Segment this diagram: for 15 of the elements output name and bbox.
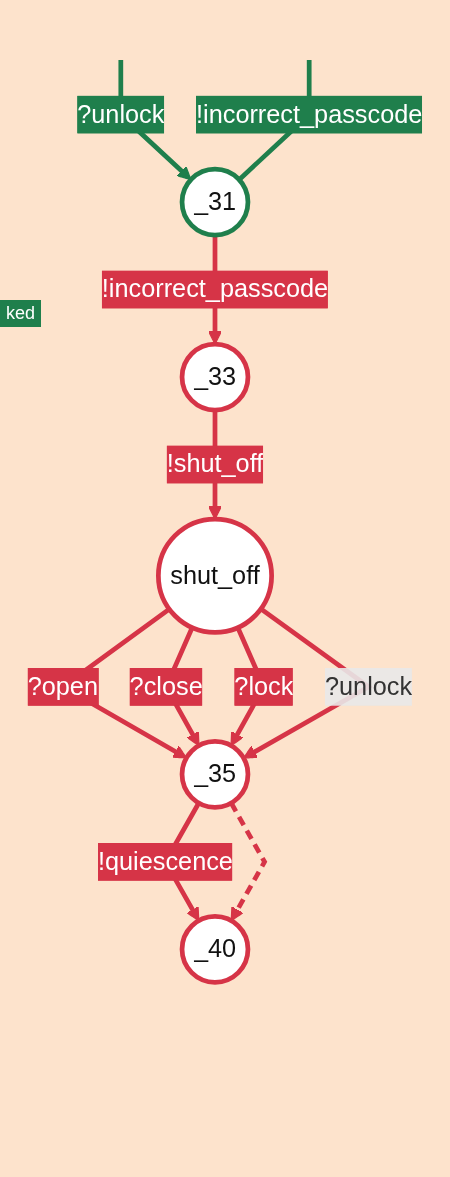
edge-label: !incorrect_passcode bbox=[196, 100, 423, 128]
edge-label: ?open bbox=[27, 672, 98, 700]
edge-label: ?unlock bbox=[324, 672, 413, 700]
edge-label: !incorrect_passcode bbox=[101, 275, 329, 303]
node-circle: _35 bbox=[179, 739, 251, 810]
node-circle: _31 bbox=[179, 166, 251, 238]
node-circle: _40 bbox=[179, 914, 251, 985]
edge-label: ?unlock bbox=[77, 100, 165, 128]
node-circle: _33 bbox=[179, 341, 251, 413]
edge-label: !shut_off bbox=[166, 450, 264, 478]
text-tag: ked bbox=[0, 300, 42, 327]
edge-label: !quiescence bbox=[97, 847, 233, 875]
edge-label: ?lock bbox=[234, 672, 294, 700]
node-circle: shut_off bbox=[156, 516, 274, 635]
edge-label: ?close bbox=[129, 672, 203, 700]
